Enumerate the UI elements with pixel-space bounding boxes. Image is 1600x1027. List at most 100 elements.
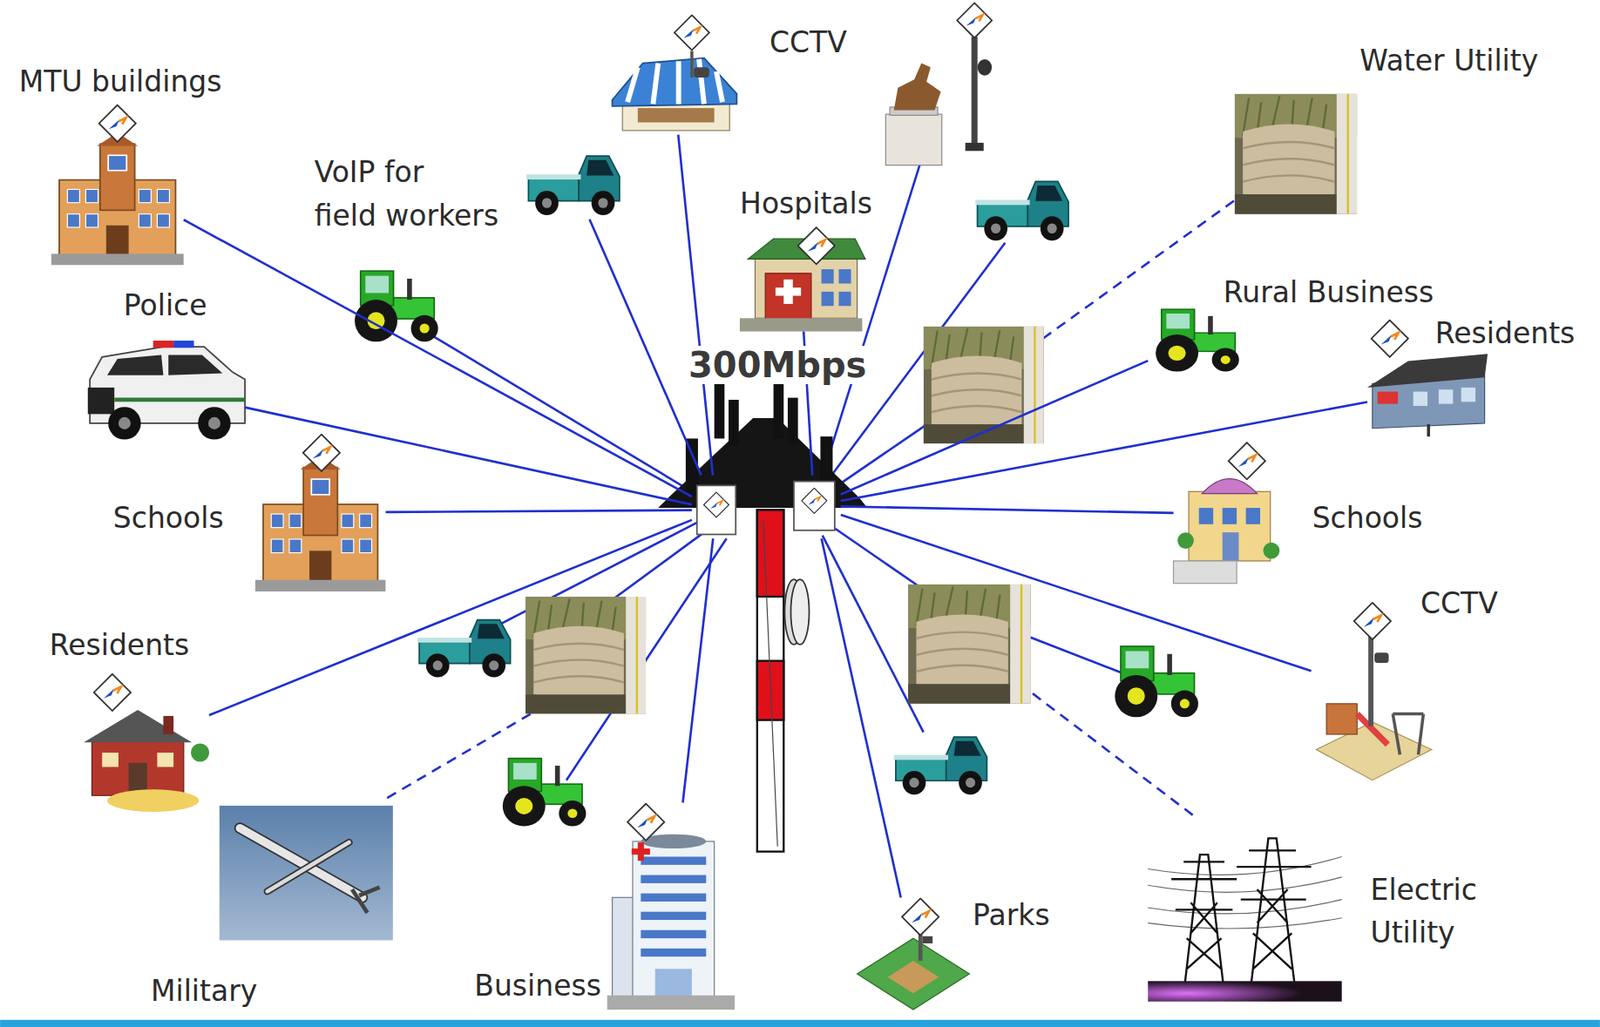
police-vehicle-icon-part bbox=[208, 417, 221, 430]
house-icon-part bbox=[83, 710, 192, 743]
police-vehicle-icon-part bbox=[107, 354, 163, 375]
tower-part bbox=[685, 438, 699, 496]
school-icon-part bbox=[1222, 508, 1237, 525]
radio-link bbox=[183, 219, 692, 497]
radio-link bbox=[840, 360, 1148, 495]
logo-diamond bbox=[901, 898, 939, 936]
radio-link bbox=[821, 538, 902, 898]
footer-bar bbox=[0, 1020, 1600, 1027]
power-line-picture-part-part bbox=[1236, 850, 1311, 900]
logo-diamond bbox=[1354, 603, 1391, 640]
residents-building-icon-part bbox=[1367, 353, 1488, 388]
playground-cctv-icon-part bbox=[1392, 714, 1424, 756]
tower-part bbox=[773, 383, 785, 439]
cctv-tent-icon-part bbox=[627, 59, 723, 105]
tower-part bbox=[763, 520, 778, 848]
hospital-icon-part bbox=[821, 269, 834, 284]
residents-building-icon-part bbox=[1426, 424, 1431, 437]
park-icon-part bbox=[888, 961, 940, 994]
house-icon-part bbox=[162, 716, 174, 735]
cctv-tent-icon-part bbox=[637, 108, 715, 123]
cctv-statue-icon-part bbox=[894, 63, 942, 111]
house-icon-part bbox=[91, 739, 184, 796]
site-label: Electric Utility bbox=[1370, 867, 1478, 955]
drone-photo-part bbox=[219, 806, 394, 942]
site-label: Residents bbox=[1435, 311, 1575, 356]
residents-building-icon-part bbox=[1413, 392, 1428, 407]
site-node: Residents bbox=[76, 673, 210, 812]
school-icon bbox=[255, 434, 387, 592]
drone-photo-part bbox=[267, 842, 350, 892]
tractor-icon bbox=[354, 271, 439, 342]
tank-photo bbox=[908, 584, 1031, 705]
tank-photo bbox=[923, 326, 1045, 445]
residents-building-icon-part bbox=[1438, 389, 1453, 404]
drone-photo-part bbox=[239, 828, 362, 899]
dashed-link bbox=[1032, 693, 1194, 816]
truck-icon bbox=[975, 181, 1069, 241]
park-icon-part bbox=[922, 936, 933, 944]
truck-icon bbox=[894, 737, 988, 795]
business-building-icon bbox=[607, 804, 735, 1011]
power-line-picture-part-part bbox=[1183, 854, 1225, 995]
site-label: Military bbox=[150, 969, 258, 1014]
link-line bbox=[433, 336, 698, 495]
business-building-icon-part bbox=[640, 856, 706, 957]
logo-diamond bbox=[627, 804, 665, 841]
business-building-icon-part bbox=[655, 969, 692, 1000]
site-node: Rural Business bbox=[1147, 305, 1245, 373]
tower-part bbox=[714, 383, 726, 439]
business-building-icon-part-part bbox=[640, 875, 706, 884]
cctv-statue-icon-part bbox=[971, 36, 978, 147]
tower-node: 300Mbps bbox=[691, 475, 841, 540]
site-node: Police bbox=[87, 341, 245, 439]
school-icon-part bbox=[1222, 532, 1240, 562]
logo-diamond bbox=[956, 2, 992, 38]
hospital-icon-part bbox=[765, 273, 812, 321]
tractor-icon bbox=[502, 759, 587, 828]
police-vehicle-icon-part bbox=[118, 417, 131, 430]
drone-photo-part bbox=[267, 842, 350, 892]
hospital-icon-part bbox=[838, 269, 851, 284]
site-label: Schools bbox=[113, 496, 224, 541]
business-building-icon-part-part bbox=[640, 930, 706, 939]
site-label: Business bbox=[474, 965, 602, 1010]
site-node: Parks bbox=[857, 897, 970, 1011]
business-building-icon-part-part bbox=[640, 894, 706, 902]
site-node: CCTV bbox=[610, 51, 738, 136]
playground-cctv-icon-part bbox=[1374, 652, 1389, 664]
cctv-statue-icon-part bbox=[885, 114, 942, 166]
power-line-picture bbox=[1147, 831, 1342, 1003]
business-building-icon-part bbox=[631, 848, 651, 855]
water-tank-photo bbox=[1234, 94, 1357, 215]
cctv-tent-icon-part bbox=[693, 67, 710, 78]
site-label: Police bbox=[123, 284, 208, 329]
site-node: Hospitals bbox=[736, 229, 864, 332]
business-building-icon-part bbox=[607, 996, 735, 1011]
site-node: Schools bbox=[1173, 441, 1282, 587]
residents-building-icon-part bbox=[1377, 392, 1398, 405]
site-node: Residents bbox=[1367, 345, 1488, 437]
house-icon-part bbox=[156, 752, 174, 767]
logo-diamond bbox=[674, 14, 710, 50]
capacity-label: 300Mbps bbox=[684, 345, 870, 385]
police-vehicle-icon-part bbox=[88, 387, 115, 414]
residents-building-icon-part bbox=[1461, 387, 1476, 402]
radio-link bbox=[677, 135, 713, 476]
tractor-icon bbox=[1155, 309, 1240, 372]
link-line bbox=[834, 423, 929, 489]
police-vehicle-icon-part bbox=[173, 340, 194, 348]
police-vehicle-icon-part bbox=[168, 354, 223, 375]
police-vehicle-icon-part bbox=[153, 340, 174, 348]
link-lines bbox=[382, 153, 1237, 817]
site-label: MTU buildings bbox=[19, 60, 223, 104]
hospital-icon-part bbox=[838, 291, 851, 306]
cctv-tent-icon bbox=[612, 14, 738, 130]
logo-diamond bbox=[1228, 442, 1266, 480]
logo-diamond bbox=[801, 488, 828, 514]
radio-link bbox=[840, 506, 1174, 514]
site-label: Rural Business bbox=[1223, 271, 1434, 315]
playground-cctv-icon-part bbox=[1326, 704, 1357, 735]
site-node: Water Utility bbox=[1234, 94, 1358, 215]
